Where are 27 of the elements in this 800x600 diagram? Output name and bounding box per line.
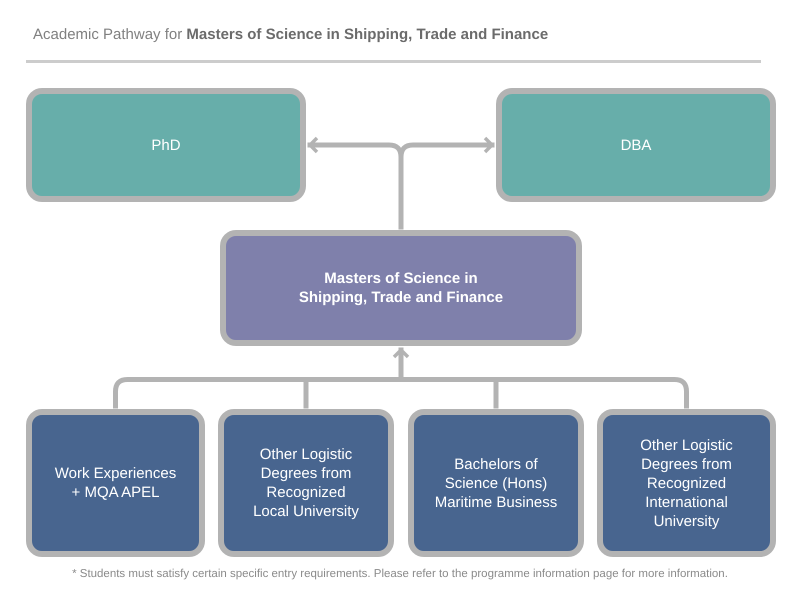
entry-route-box [26, 409, 205, 557]
connector-line [401, 377, 496, 382]
page-title: Academic Pathway for Masters of Science in Shipping, Trade and Finance [33, 25, 548, 44]
connector-line [674, 377, 689, 408]
node-label: PhD [151, 136, 181, 154]
node-label: Masters of Science in Shipping, Trade and Finance [298, 269, 504, 307]
entry-route-box [408, 409, 584, 557]
node-label: Other Logistic Degrees from Recognized Local University [252, 445, 360, 521]
entry-route-box [218, 409, 394, 557]
connector-line [494, 382, 498, 408]
degree-box [26, 88, 306, 202]
degree-box [496, 88, 776, 202]
connector-line [113, 377, 128, 408]
connector-line [128, 377, 306, 382]
connector-line [304, 382, 308, 408]
connector-arrow [392, 348, 410, 377]
program-box [220, 230, 582, 346]
entry-route-box [597, 409, 776, 557]
node-label: Bachelors of Science (Hons) Maritime Business [434, 454, 558, 512]
connector-line [398, 157, 404, 230]
connector-line [306, 377, 401, 382]
connector-line [496, 377, 674, 382]
connector-arrow [398, 136, 494, 158]
node-label: DBA [620, 136, 652, 154]
node-label: Work Experiences + MQA APEL [54, 464, 178, 502]
node-label: Other Logistic Degrees from Recognized International University [639, 436, 734, 530]
footnote: * Students must satisfy certain specific entry requirements. Please refer to the programme information page for more information. [72, 567, 728, 582]
